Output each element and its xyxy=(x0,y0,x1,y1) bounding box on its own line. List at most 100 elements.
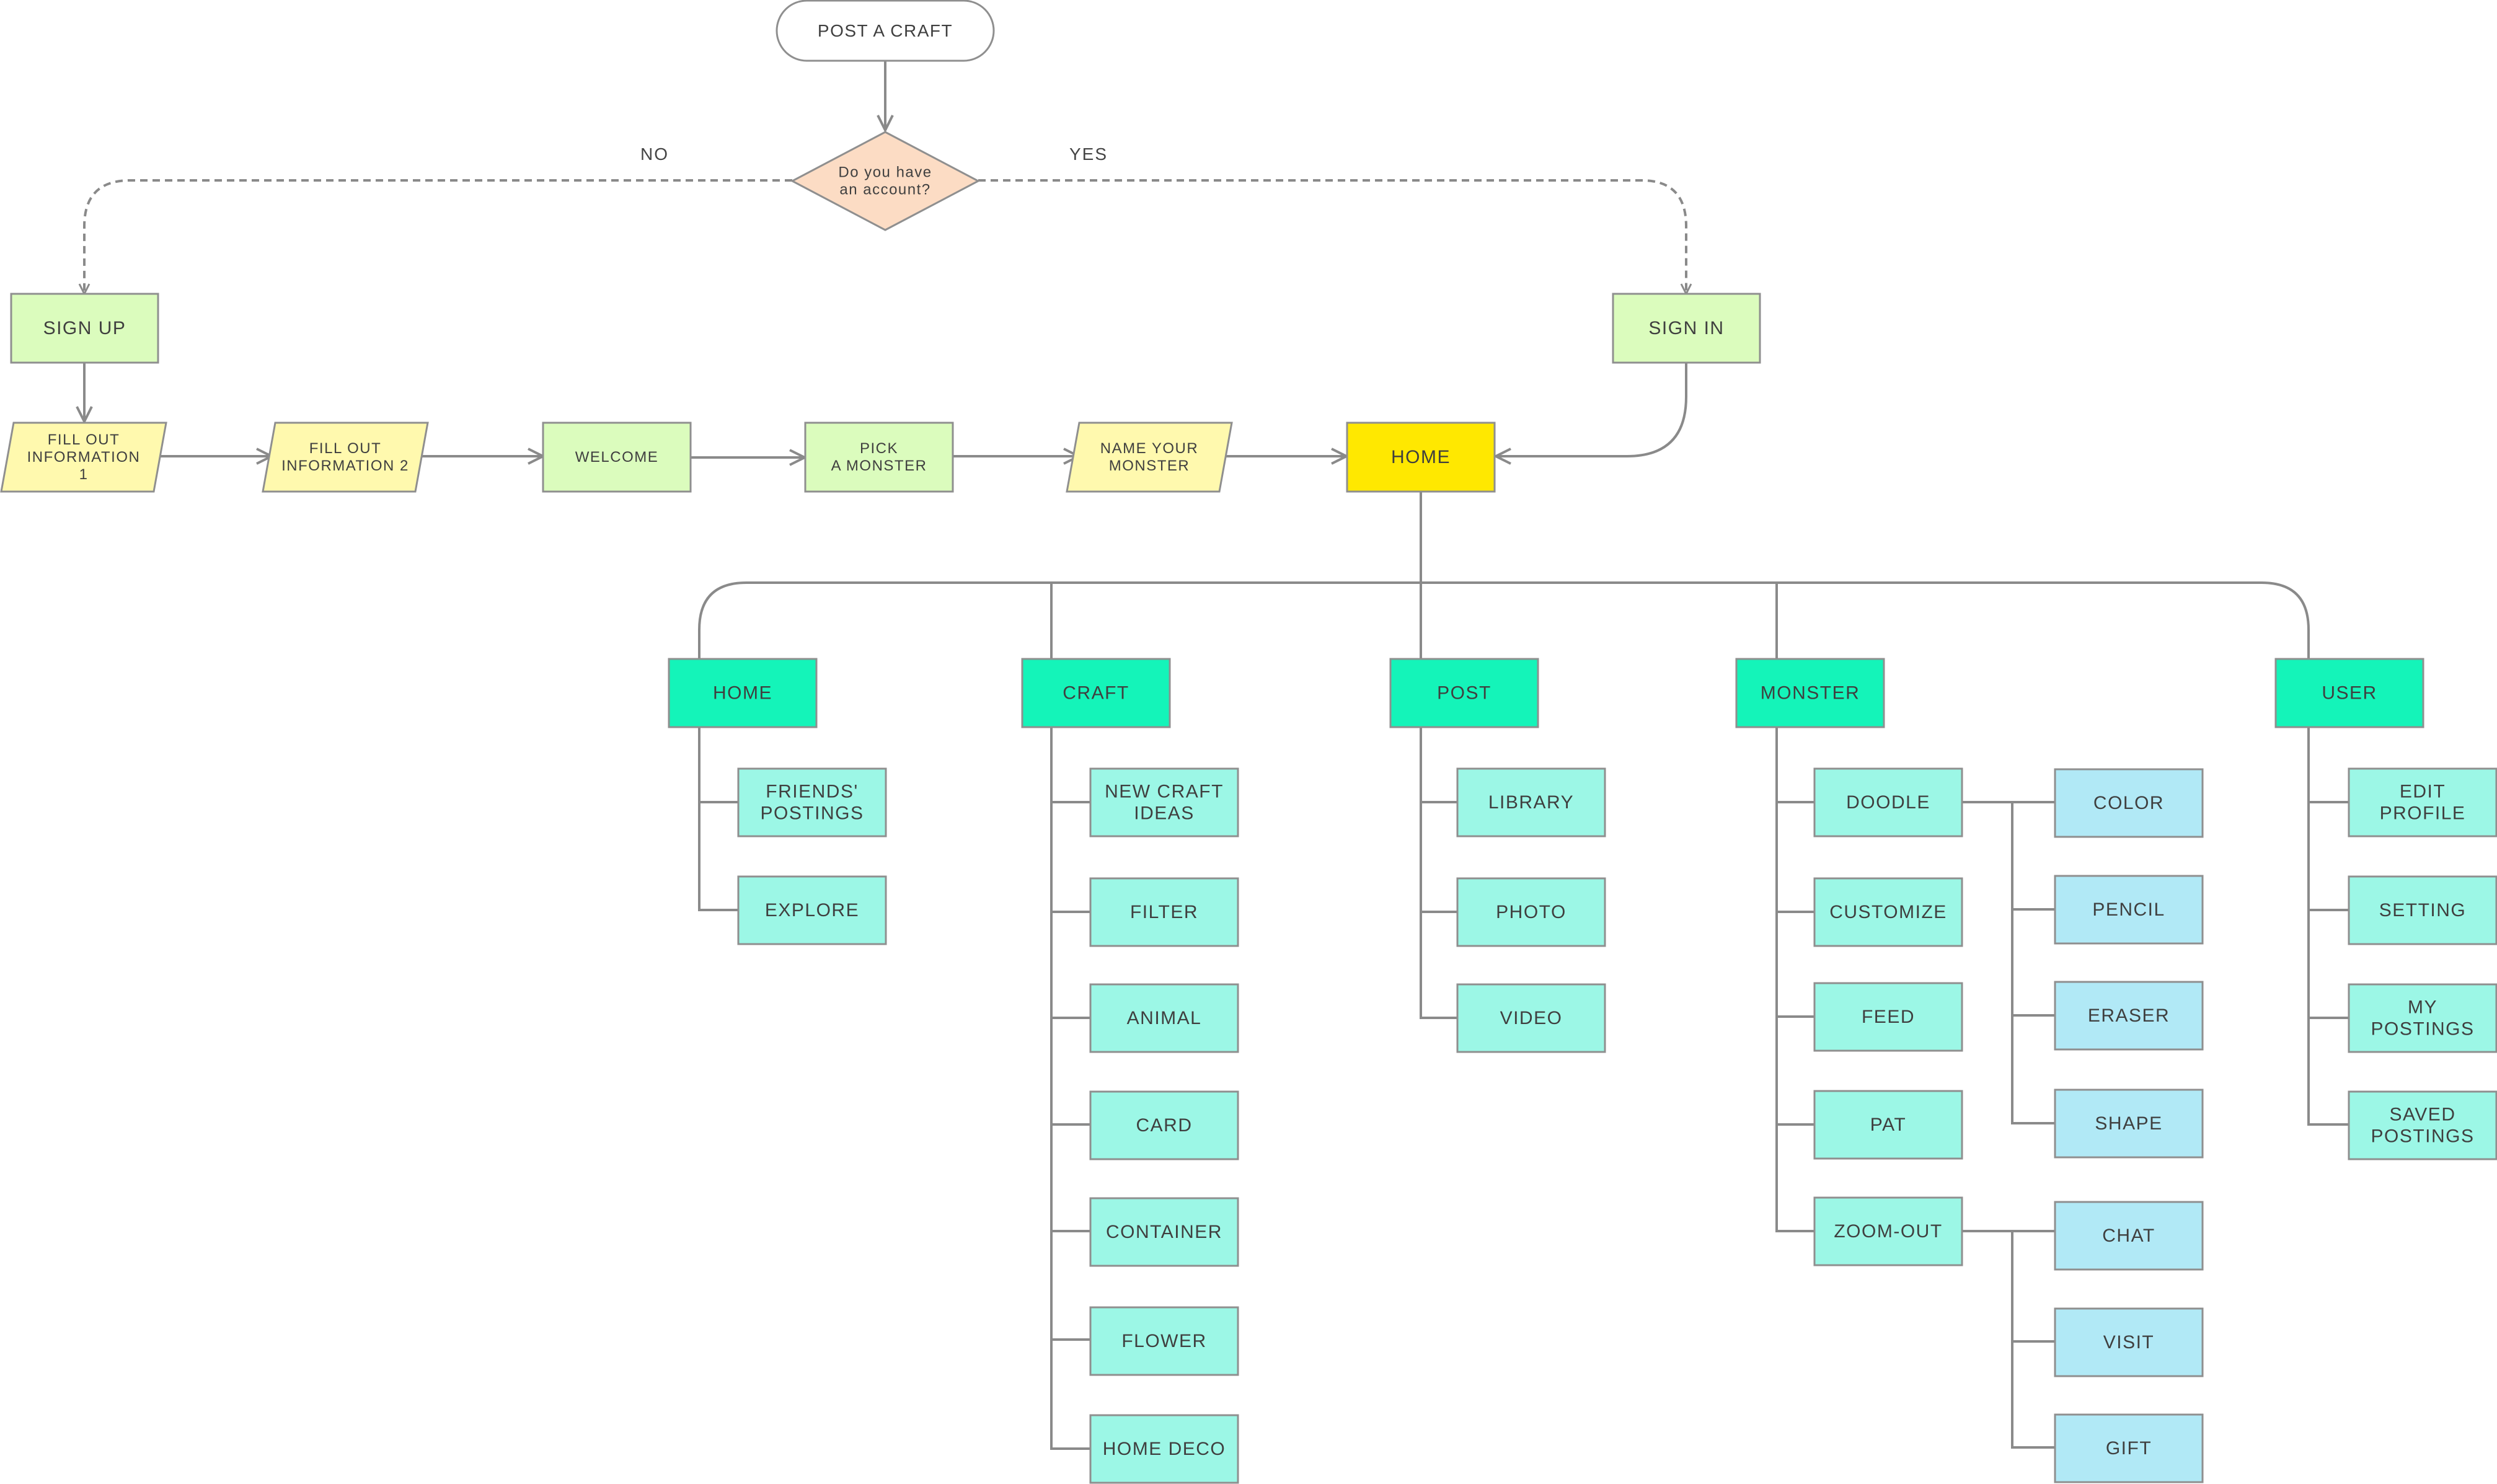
node-edit-profile-label: PROFILE xyxy=(2380,803,2466,824)
node-setting-shape xyxy=(2348,875,2497,945)
node-saved-postings-shape xyxy=(2348,1090,2497,1160)
node-library-shape xyxy=(1456,767,1606,837)
node-cat-monster: MONSTER xyxy=(1735,658,1885,728)
node-new-craft-ideas-label: IDEAS xyxy=(1134,803,1195,824)
edge-craft-branch xyxy=(1050,727,1090,1450)
node-animal-label: ANIMAL xyxy=(1127,1008,1202,1028)
node-sign-up-label: SIGN UP xyxy=(43,318,126,338)
node-home-deco-shape xyxy=(1089,1414,1239,1484)
node-cat-post: POST xyxy=(1389,658,1539,728)
node-library-label: LIBRARY xyxy=(1488,792,1574,813)
edge-no-to-sign-up xyxy=(84,179,792,294)
node-pat-label: PAT xyxy=(1870,1115,1906,1135)
node-decision-label: Do you have xyxy=(838,164,932,181)
node-animal: ANIMAL xyxy=(1089,983,1239,1053)
node-visit-label: VISIT xyxy=(2103,1332,2155,1353)
node-fill-out-2-label: INFORMATION 2 xyxy=(281,457,409,474)
node-friends-postings-label: POSTINGS xyxy=(760,803,864,824)
node-doodle-label: DOODLE xyxy=(1846,792,1930,813)
node-home-deco: HOME DECO xyxy=(1089,1414,1239,1484)
node-customize-label: CUSTOMIZE xyxy=(1829,902,1947,922)
node-pick-monster-label: A MONSTER xyxy=(831,457,927,474)
node-feed: FEED xyxy=(1813,982,1963,1052)
node-name-monster-label: MONSTER xyxy=(1109,457,1190,474)
node-home-deco-label: HOME DECO xyxy=(1103,1439,1226,1459)
node-customize-shape xyxy=(1813,877,1963,947)
node-cat-home: HOME xyxy=(668,658,818,728)
node-cat-user: USER xyxy=(2274,658,2424,728)
node-welcome: WELCOME xyxy=(542,422,692,493)
node-edit-profile-label: EDIT xyxy=(2400,782,2446,802)
node-card-shape xyxy=(1089,1090,1239,1160)
edge-monster-branch xyxy=(1775,727,1815,1232)
edge-post-branch xyxy=(1420,727,1457,1019)
node-card-label: CARD xyxy=(1136,1115,1192,1136)
node-my-postings-shape xyxy=(2348,983,2497,1053)
node-pencil-shape xyxy=(2054,875,2204,945)
node-new-craft-ideas-shape xyxy=(1089,767,1239,837)
node-fill-out-2-label: FILL OUT xyxy=(309,440,381,457)
node-start-label: POST A CRAFT xyxy=(818,21,953,40)
node-home-main-shape xyxy=(1346,422,1496,493)
connectors xyxy=(84,61,2348,1450)
node-gift: GIFT xyxy=(2054,1413,2204,1483)
node-decision-label: an account? xyxy=(839,182,930,198)
node-cat-home-label: HOME xyxy=(713,683,772,704)
node-fill-out-1-label: INFORMATION xyxy=(27,449,141,466)
node-pencil-label: PENCIL xyxy=(2092,899,2165,920)
edge-doodle-branch xyxy=(1961,801,2056,1124)
node-photo: PHOTO xyxy=(1456,877,1606,947)
node-sign-up-shape xyxy=(10,293,159,364)
node-eraser-shape xyxy=(2054,981,2204,1051)
edge-user-branch xyxy=(2307,727,2348,1126)
node-cat-home-shape xyxy=(668,658,818,728)
node-my-postings-label: POSTINGS xyxy=(2371,1019,2474,1040)
node-chat-label: CHAT xyxy=(2102,1226,2155,1246)
node-saved-postings-label: POSTINGS xyxy=(2371,1126,2474,1147)
node-fill-out-2-shape xyxy=(262,422,429,493)
node-feed-shape xyxy=(1813,982,1963,1052)
node-chat-shape xyxy=(2054,1201,2204,1271)
node-visit-shape xyxy=(2054,1307,2204,1377)
node-edit-profile-shape xyxy=(2348,767,2497,837)
node-cat-craft: CRAFT xyxy=(1021,658,1171,728)
node-cat-post-label: POST xyxy=(1437,683,1492,704)
node-sign-in-label: SIGN IN xyxy=(1648,318,1724,338)
node-home-main: HOME xyxy=(1346,422,1496,493)
node-zoom-out-shape xyxy=(1813,1196,1963,1266)
node-eraser: ERASER xyxy=(2054,981,2204,1051)
edge-sign-in-to-home xyxy=(1496,363,1687,456)
node-cat-monster-label: MONSTER xyxy=(1761,683,1860,704)
node-card: CARD xyxy=(1089,1090,1239,1160)
node-feed-label: FEED xyxy=(1862,1007,1915,1027)
node-customize: CUSTOMIZE xyxy=(1813,877,1963,947)
node-shape-label: SHAPE xyxy=(2095,1113,2162,1134)
node-gift-shape xyxy=(2054,1413,2204,1483)
node-pick-monster-shape xyxy=(804,422,954,493)
node-cat-craft-shape xyxy=(1021,658,1171,728)
node-video-label: VIDEO xyxy=(1500,1008,1563,1028)
node-pat-shape xyxy=(1813,1090,1963,1160)
edge-label-no: NO xyxy=(640,144,669,164)
node-photo-label: PHOTO xyxy=(1496,902,1567,922)
edge-zoom-out-branch xyxy=(1961,1230,2056,1449)
edge-category-bus xyxy=(698,581,2310,658)
node-setting: SETTING xyxy=(2348,875,2497,945)
node-explore: EXPLORE xyxy=(737,875,887,945)
node-fill-out-1-label: FILL OUT xyxy=(48,431,120,448)
node-gift-label: GIFT xyxy=(2106,1438,2152,1459)
node-doodle-shape xyxy=(1813,767,1963,837)
node-container-shape xyxy=(1089,1197,1239,1267)
node-decision-shape xyxy=(790,131,981,231)
node-cat-craft-label: CRAFT xyxy=(1063,683,1129,704)
node-welcome-label: WELCOME xyxy=(575,449,659,466)
node-doodle: DOODLE xyxy=(1813,767,1963,837)
node-flower-label: FLOWER xyxy=(1121,1331,1206,1351)
